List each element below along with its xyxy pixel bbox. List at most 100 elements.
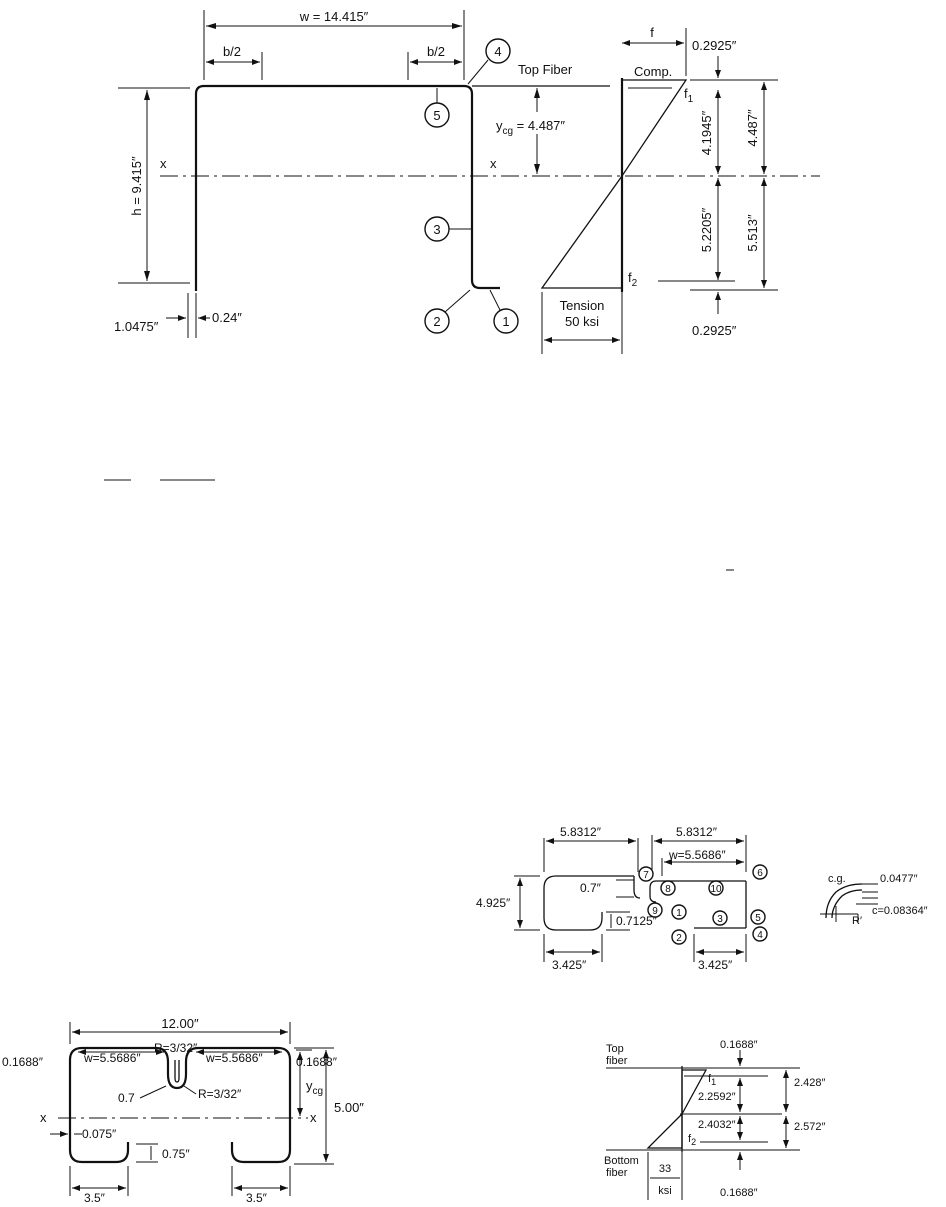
x-left-label: x: [40, 1110, 47, 1125]
svg-text:10: 10: [710, 884, 722, 895]
tension-value-label: 50 ksi: [565, 314, 599, 329]
dim-52205-label: 5.2205″: [699, 207, 714, 252]
f2-label: f2: [628, 270, 638, 289]
d35-right-label: 3.5″: [246, 1191, 268, 1205]
d58312-right-label: 5.8312″: [676, 825, 718, 839]
bottom-fiber-label-1: Bottom: [604, 1155, 639, 1167]
d4925-label: 4.925″: [476, 896, 511, 910]
dim-41945-label: 4.1945″: [699, 110, 714, 155]
d500-label: 5.00″: [334, 1100, 364, 1115]
top-fiber-label-1: Top: [606, 1043, 624, 1055]
d0075-label: 0.075″: [82, 1127, 117, 1141]
top-fiber-label-2: fiber: [606, 1055, 628, 1067]
node-8: 8: [660, 880, 676, 896]
d3425-left-label: 3.425″: [552, 958, 587, 972]
svg-text:9: 9: [652, 906, 658, 917]
tension-stress-block: [646, 1112, 683, 1149]
d2428-label: 2.428″: [794, 1077, 826, 1089]
svg-text:2: 2: [433, 314, 440, 329]
web-outline: [194, 84, 464, 291]
figure-1-channel-stress-diagram: w = 14.415″ b/2 b/2 h = 9.415″ x x ycg =…: [114, 9, 820, 354]
d00477-label: 0.0477″: [880, 873, 918, 885]
top-fiber-label: Top Fiber: [518, 62, 573, 77]
f1-label: f1: [708, 1073, 716, 1087]
tension-stress-block: [540, 173, 623, 289]
comp-label: Comp.: [634, 64, 672, 79]
dim-5513-label: 5.513″: [745, 214, 760, 252]
b2-left-label: b/2: [223, 44, 241, 59]
ksi-value-label: 33: [659, 1163, 671, 1175]
h-label: h = 9.415″: [129, 156, 144, 216]
w-right-label: w=5.5686″: [205, 1051, 263, 1065]
x-axis-right-label: x: [490, 156, 497, 171]
svg-text:1: 1: [502, 314, 509, 329]
ksi-unit-label: ksi: [658, 1185, 671, 1197]
b2-right-label: b/2: [427, 44, 445, 59]
d24032-label: 2.4032″: [698, 1119, 736, 1131]
svg-text:3: 3: [717, 914, 723, 925]
node-2: 2: [424, 289, 471, 334]
r-label: R′: [852, 915, 862, 927]
d1200-label: 12.00″: [161, 1016, 199, 1031]
bottom-fiber-label-2: fiber: [606, 1167, 628, 1179]
svg-text:3: 3: [433, 222, 440, 237]
node-7: 7: [638, 866, 654, 882]
figure-2-lipped-section: 5.8312″ 4.925″ 0.7″ 0.7125″ 3.425″ 5.831…: [476, 825, 768, 972]
bottom-gap-label: 0.2925″: [692, 323, 737, 338]
ycg-label: ycg: [306, 1078, 323, 1097]
figure-5-stress-distribution: 0.1688″ 0.1688″ Top fiber Bottom fiber f…: [604, 1039, 826, 1200]
f1-label: f1: [684, 86, 694, 105]
d07125-label: 0.7125″: [616, 914, 658, 928]
x-axis-left-label: x: [160, 156, 167, 171]
svg-text:5: 5: [755, 913, 761, 924]
ycg-label: ycg = 4.487″: [496, 118, 565, 137]
d2572-label: 2.572″: [794, 1121, 826, 1133]
d01688-top-label: 0.1688″: [720, 1039, 758, 1051]
svg-text:8: 8: [665, 884, 671, 895]
f2-label: f2: [688, 1133, 696, 1147]
r-top-label: R=3/32″: [154, 1041, 198, 1055]
node-3: 3: [424, 216, 472, 242]
d01688-bottom-label: 0.1688″: [720, 1187, 758, 1199]
node-2: 2: [671, 929, 687, 945]
d22592-label: 2.2592″: [698, 1091, 736, 1103]
svg-text:6: 6: [757, 868, 763, 879]
node-4: 4: [467, 38, 511, 85]
x-right-label: x: [310, 1110, 317, 1125]
svg-text:4: 4: [494, 44, 501, 59]
r-mid-label: R=3/32″: [198, 1087, 242, 1101]
d01688-right-label: 0.1688″: [296, 1055, 338, 1069]
top-gap-label: 0.2925″: [692, 38, 737, 53]
node-10: 10: [708, 880, 724, 896]
svg-text:1: 1: [676, 908, 682, 919]
d075-label: 0.75″: [162, 1147, 190, 1161]
w-label: w = 14.415″: [299, 9, 369, 24]
dim-10475-label: 1.0475″: [114, 319, 159, 334]
node-4: 4: [752, 926, 768, 942]
dim-4487-label: 4.487″: [745, 109, 760, 147]
w-left-label: w=5.5686″: [83, 1051, 141, 1065]
d07-label: 0.7″: [580, 881, 602, 895]
right-web: [463, 84, 500, 290]
figure-3-corner-detail: c.g. 0.0477″ c=0.08364″ R′: [820, 873, 928, 927]
left-section-outline: [543, 875, 634, 931]
w-label: w=5.5686″: [668, 848, 726, 862]
node-3: 3: [712, 910, 728, 926]
tension-label: Tension: [560, 298, 605, 313]
dim-024-label: 0.24″: [212, 310, 242, 325]
d35-left-label: 3.5″: [84, 1191, 106, 1205]
c-label: c=0.08364″: [872, 905, 928, 917]
svg-text:5: 5: [433, 108, 440, 123]
d07-label: 0.7: [118, 1091, 135, 1105]
cg-label: c.g.: [828, 873, 846, 885]
node-9: 9: [647, 902, 663, 918]
d01688-left-label: 0.1688″: [2, 1055, 44, 1069]
svg-text:4: 4: [757, 930, 763, 941]
node-1: 1: [671, 904, 687, 920]
node-5: 5: [424, 88, 450, 128]
svg-text:7: 7: [643, 870, 649, 881]
f-label: f: [650, 25, 654, 40]
section-outline: [68, 1046, 170, 1164]
figure-4-hat-section: x x 12.00″ w=5.5686″ w=5.5686″ 0.1688″ 0…: [2, 1016, 364, 1205]
